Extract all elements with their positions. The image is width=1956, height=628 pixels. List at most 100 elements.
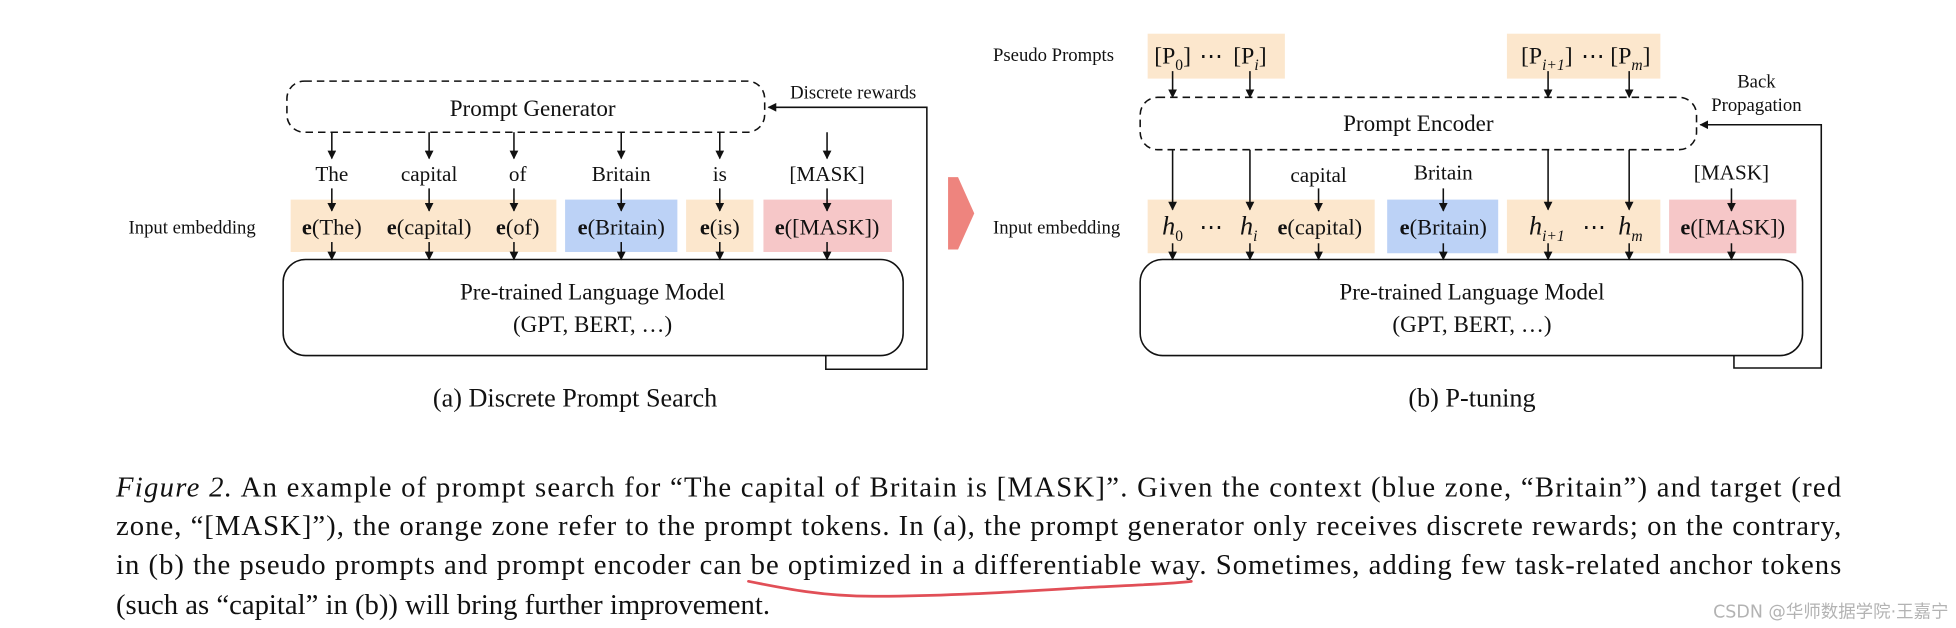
caption-line-3: in (b) the pseudo prompts and prompt enc…	[116, 549, 1841, 581]
token-is: is	[713, 162, 727, 186]
embedding-the: e(The)	[302, 215, 362, 240]
token-mask: [MASK]	[1694, 161, 1769, 185]
hidden-hi1: hi+1	[1529, 212, 1565, 245]
hidden-symbol: h	[1162, 212, 1175, 241]
bracket: ]	[1183, 44, 1191, 70]
subscript: i+1	[1542, 228, 1565, 245]
ellipsis: ⋯	[1199, 44, 1223, 70]
prompt-symbol: P	[1618, 44, 1631, 70]
embed-fn: e	[1680, 215, 1690, 240]
pseudo-prompt-pi: [Pi]	[1233, 44, 1266, 74]
embedding-is: e(is)	[700, 215, 740, 240]
bracket: [	[1154, 44, 1162, 70]
embedding-capital: e(capital)	[387, 215, 472, 240]
embed-arg: ([MASK])	[1690, 215, 1785, 240]
prompt-symbol: P	[1529, 44, 1542, 70]
panel-b-p-tuning: Pseudo Prompts [P0] ⋯ [Pi] [Pi+1] ⋯ [Pm]…	[993, 33, 1823, 413]
subscript: i+1	[1542, 57, 1565, 74]
embed-arg: (Britain)	[588, 215, 665, 240]
prompt-zone	[1147, 199, 1375, 254]
token-the: The	[315, 162, 348, 186]
prompt-symbol: P	[1241, 44, 1254, 70]
language-model-examples: (GPT, BERT, …)	[513, 311, 672, 337]
back-propagation-feedback-arrow	[1699, 120, 1823, 369]
panel-a-discrete-prompt-search: Prompt Generator Discrete rewards The ca…	[128, 80, 928, 413]
watermark: CSDN @华师数据学院·王嘉宁	[1713, 603, 1948, 623]
caption-line-4: (such as “capital” in (b)) will bring fu…	[116, 589, 770, 621]
subscript: 0	[1175, 57, 1183, 74]
prompt-symbol: P	[1162, 44, 1175, 70]
prompt-encoder-box	[1139, 96, 1698, 151]
embed-fn: e	[775, 215, 785, 240]
hidden-hm: hm	[1618, 212, 1642, 245]
subscript: i	[1253, 228, 1257, 245]
embed-fn: e	[496, 215, 506, 240]
prompt-encoder-label: Prompt Encoder	[1343, 110, 1494, 136]
embedding-britain: e(Britain)	[578, 215, 665, 240]
panel-a-caption: (a) Discrete Prompt Search	[433, 384, 717, 413]
embedding-to-model-arrows	[1168, 243, 1736, 261]
caption-line-1: Figure 2. An example of prompt search for…	[115, 472, 1841, 504]
back-propagation-label-line2: Propagation	[1711, 95, 1802, 116]
panel-b-caption: (b) P-tuning	[1408, 384, 1535, 413]
embedding-britain: e(Britain)	[1400, 215, 1487, 240]
pseudo-prompt-zone	[1147, 33, 1285, 79]
embedding-of: e(of)	[496, 215, 540, 240]
encoder-to-embedding-arrows	[1168, 149, 1736, 212]
caption-text: An example of prompt search for “The cap…	[241, 472, 1842, 504]
handwritten-red-underline	[747, 579, 1193, 598]
discrete-rewards-label: Discrete rewards	[790, 83, 916, 104]
hidden-hi: hi	[1240, 212, 1257, 245]
prompt-generator-box	[286, 80, 766, 134]
embed-fn: e	[1400, 215, 1410, 240]
prompt-zone	[1506, 199, 1661, 254]
bracket: [	[1233, 44, 1241, 70]
token-capital: capital	[401, 162, 458, 186]
pseudo-prompt-p0: [P0]	[1154, 44, 1191, 74]
bracket: ]	[1643, 44, 1651, 70]
pseudo-prompts-label: Pseudo Prompts	[993, 45, 1114, 66]
hidden-symbol: h	[1618, 212, 1631, 241]
panel-b-embeddings: h0 ⋯ hi e(capital) e(Britain) hi+1 ⋯ hm …	[1162, 212, 1785, 245]
embed-arg: (of)	[506, 215, 540, 240]
transition-arrow-icon	[948, 177, 975, 250]
ellipsis: ⋯	[1582, 215, 1606, 241]
embed-arg: (capital)	[1287, 215, 1362, 240]
hidden-symbol: h	[1529, 212, 1542, 241]
embed-arg: (The)	[312, 215, 362, 240]
embed-fn: e	[1277, 215, 1287, 240]
token-to-embedding-arrows	[327, 188, 832, 212]
token-mask: [MASK]	[789, 162, 864, 186]
embed-arg: (Britain)	[1410, 215, 1487, 240]
subscript: m	[1631, 228, 1642, 245]
input-embedding-label: Input embedding	[993, 217, 1120, 238]
token-of: of	[509, 162, 528, 186]
language-model-box	[1139, 258, 1804, 357]
embedding-mask: e([MASK])	[1680, 215, 1785, 240]
panel-b-tokens: capital Britain [MASK]	[1290, 161, 1769, 187]
prompt-generator-label: Prompt Generator	[450, 95, 616, 121]
subscript: i	[1254, 57, 1258, 74]
embedding-mask: e([MASK])	[775, 215, 880, 240]
embedding-capital: e(capital)	[1277, 215, 1362, 240]
caption-label: Figure 2.	[115, 472, 232, 504]
pseudo-prompt-tokens: [P0] ⋯ [Pi] [Pi+1] ⋯ [Pm]	[1154, 44, 1650, 74]
language-model-title: Pre-trained Language Model	[460, 278, 725, 304]
panel-a-embeddings: e(The) e(capital) e(of) e(Britain) e(is)…	[302, 215, 879, 240]
embed-arg: ([MASK])	[785, 215, 880, 240]
pseudo-prompt-pm: [Pm]	[1610, 44, 1650, 74]
hidden-h0: h0	[1162, 212, 1183, 245]
embed-arg: (capital)	[397, 215, 472, 240]
token-britain: Britain	[592, 162, 651, 186]
ellipsis: ⋯	[1581, 44, 1605, 70]
panel-a-tokens: The capital of Britain is [MASK]	[315, 162, 864, 186]
token-britain: Britain	[1414, 161, 1473, 185]
bracket: ]	[1565, 44, 1573, 70]
token-capital: capital	[1290, 163, 1347, 187]
caption-line-2: zone, “[MASK]”), the orange zone refer t…	[116, 510, 1841, 542]
bracket: [	[1610, 44, 1618, 70]
embed-arg: (is)	[710, 215, 740, 240]
generator-to-token-arrows	[327, 132, 832, 160]
panel-b-embedding-zones	[1147, 199, 1797, 254]
